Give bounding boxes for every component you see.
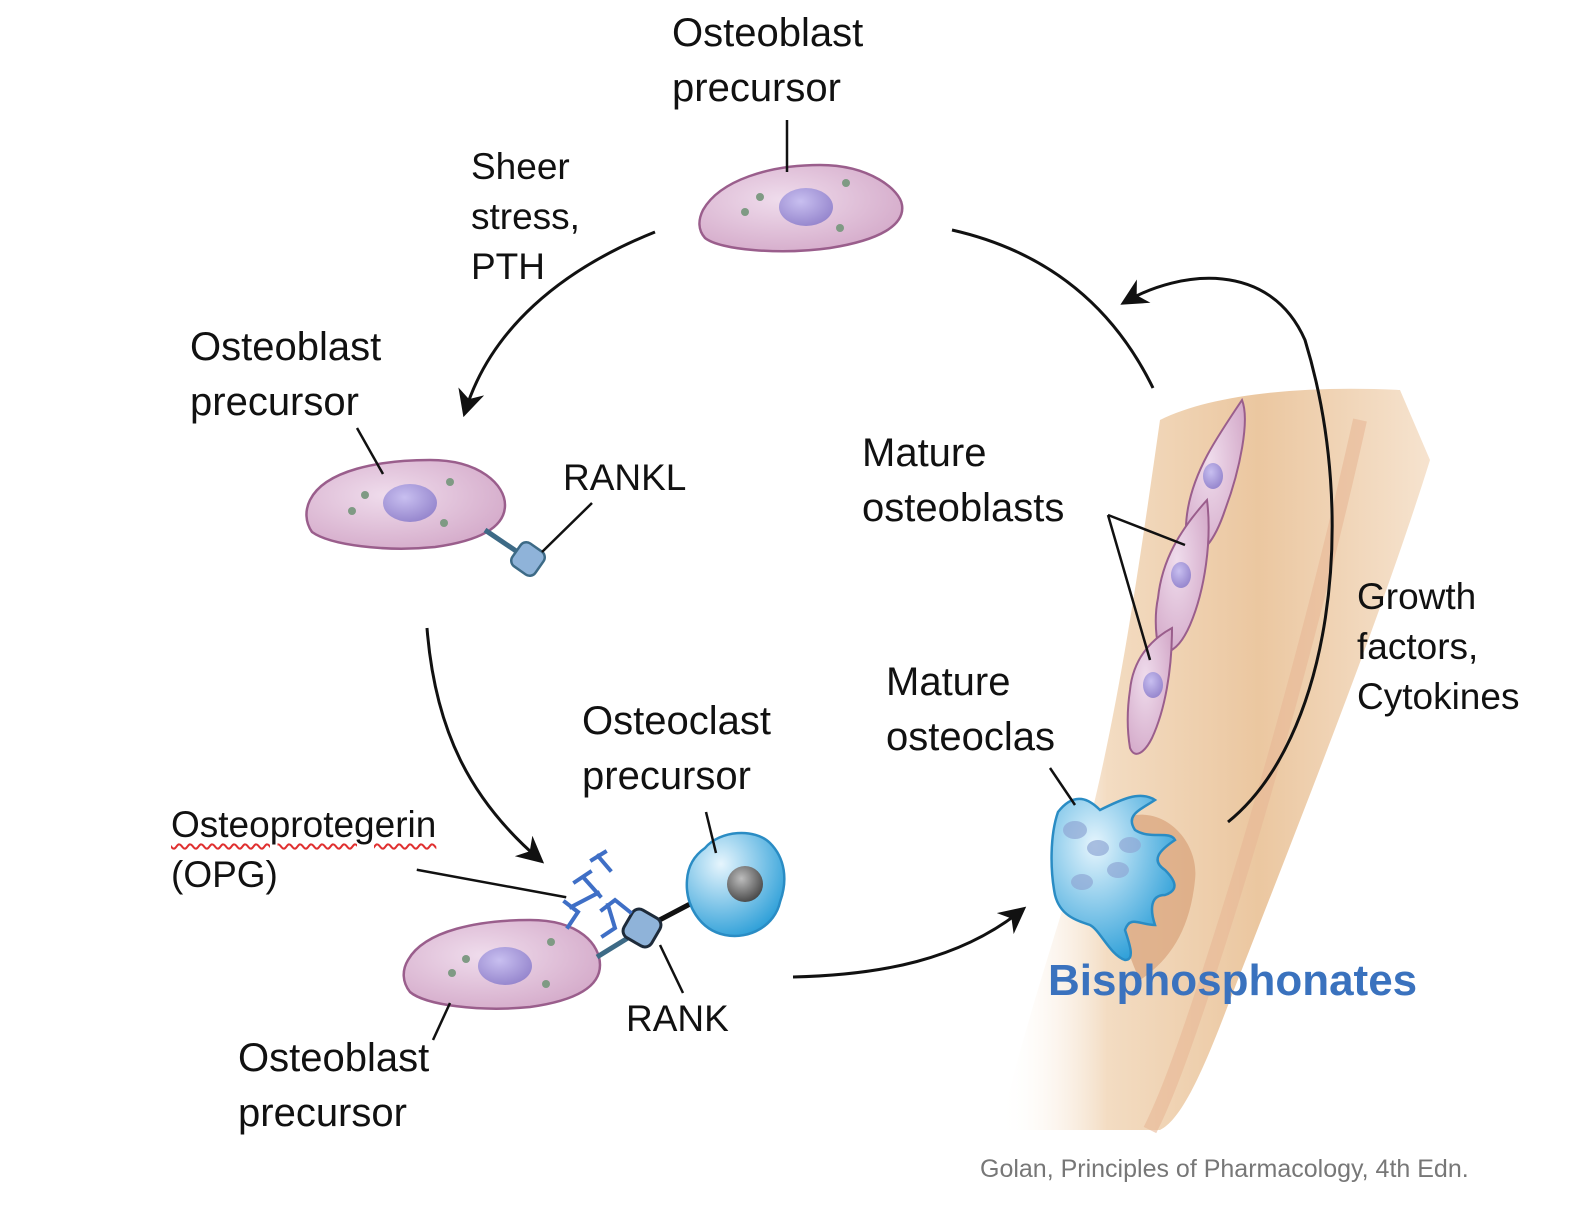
label-bottom-osteoblast-precursor: Osteoblast precursor	[238, 1036, 430, 1135]
rankl-leader-line	[541, 502, 593, 553]
nucleus	[478, 947, 532, 985]
rankl-molecule	[510, 541, 546, 577]
opg-leader-line	[416, 868, 567, 899]
arrow-left-to-bottom	[425, 627, 545, 864]
cycle-arrows	[425, 228, 1334, 979]
osteoblast-precursor-top	[698, 120, 904, 253]
drug-label-bisphosphonates: Bisphosphonates	[1048, 956, 1418, 1005]
leader-line	[1107, 513, 1186, 547]
label-mature-osteoclast: Mature osteoclas	[886, 655, 1055, 765]
label-rankl: RANKL	[563, 457, 687, 498]
leader-line	[355, 427, 385, 475]
nucleus	[779, 188, 833, 226]
label-rank: RANK	[626, 998, 729, 1039]
osteoclast-precursor-cell	[685, 811, 786, 938]
rank-leader-line	[658, 944, 685, 994]
leader-line	[704, 811, 718, 854]
bone-outer-edge	[1143, 418, 1367, 1134]
label-growth-factors: Growth factors, Cytokines	[1357, 576, 1520, 717]
mature-osteoblasts	[1106, 397, 1246, 755]
leader-line	[1106, 514, 1152, 661]
label-stimulus: Sheer stress, PTH	[471, 146, 580, 287]
arrow-bottom-to-bone	[792, 906, 1027, 979]
nucleus	[727, 866, 763, 902]
rank-receptor	[621, 901, 692, 994]
arrow-growth-factors	[1120, 276, 1334, 824]
citation: Golan, Principles of Pharmacology, 4th E…	[980, 1155, 1469, 1183]
arc-osteoblasts-to-top	[951, 228, 1155, 389]
label-osteoclast-precursor: Osteoclast precursor	[582, 699, 771, 798]
leader-line	[1048, 767, 1077, 806]
nucleus	[383, 484, 437, 522]
opg-molecules	[416, 849, 633, 939]
label-opg-name: Osteoprotegerin	[171, 804, 437, 845]
arrow-top-to-left	[458, 230, 656, 418]
leader-line	[431, 1002, 452, 1041]
label-opg-abbr: (OPG)	[171, 854, 278, 895]
label-mature-osteoblasts: Mature osteoblasts	[862, 431, 1065, 530]
osteoblast-precursor-bottom	[402, 918, 638, 1041]
osteoblast-precursor-left	[305, 427, 593, 577]
label-left-osteoblast-precursor: Osteoblast precursor	[190, 325, 382, 424]
label-opg: Osteoprotegerin (OPG)	[171, 800, 436, 900]
label-top-osteoblast-precursor: Osteoblast precursor	[672, 11, 864, 110]
mature-osteoclast-cell	[1048, 767, 1177, 962]
